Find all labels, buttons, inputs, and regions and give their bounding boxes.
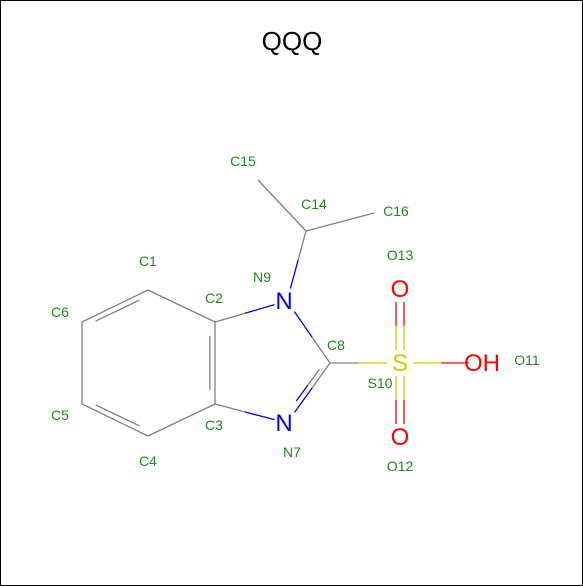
bond-c14-c15 xyxy=(257,179,307,232)
atom-symbol-o11: OH xyxy=(464,350,500,377)
atom-symbol-o12: O xyxy=(391,424,410,451)
bond-c8-n7 xyxy=(294,387,313,413)
bond-n7-c3 xyxy=(244,411,275,421)
atom-label-c5: C5 xyxy=(51,407,69,423)
atom-label-o13: O13 xyxy=(387,247,414,263)
atom-label-c14: C14 xyxy=(301,196,327,212)
atom-label-c4: C4 xyxy=(139,453,157,469)
bond-c8-n7 xyxy=(311,362,331,389)
bond-c1-c2 xyxy=(147,289,216,323)
bond-n9-c8 xyxy=(311,336,331,364)
bond-c2-n9 xyxy=(214,312,245,323)
atom-symbol-s10: S xyxy=(392,350,408,377)
atom-label-c3: C3 xyxy=(205,417,223,433)
atom-label-c2: C2 xyxy=(205,290,223,306)
bond-n9-c14 xyxy=(297,230,307,260)
atom-label-o12: O12 xyxy=(387,458,414,474)
atom-label-c16: C16 xyxy=(383,203,409,219)
bond-n9-c14 xyxy=(289,259,299,289)
atom-symbol-n7: N xyxy=(275,410,292,437)
bond-c4-c5 xyxy=(81,403,149,437)
diagram-title: QQQ xyxy=(262,26,323,56)
atom-label-n9: N9 xyxy=(253,269,271,285)
atom-label-c15: C15 xyxy=(230,153,256,169)
atom-label-n7: N7 xyxy=(283,444,301,460)
atom-symbol-n9: N xyxy=(275,288,292,315)
bond-c8-n7-inner xyxy=(307,368,321,386)
bond-n9-c8 xyxy=(293,311,313,338)
atom-label-c6: C6 xyxy=(51,304,69,320)
bonds-layer xyxy=(81,179,469,437)
atom-symbol-o13: O xyxy=(391,276,410,303)
atom-label-o11: O11 xyxy=(514,352,540,368)
bond-c8-n7-inner xyxy=(295,384,309,402)
atom-symbols-layer: N N S OH O O xyxy=(275,276,500,451)
bond-n7-c3 xyxy=(214,403,245,413)
bond-c6-c1-inner xyxy=(95,299,140,322)
atom-label-c8: C8 xyxy=(327,337,345,353)
atom-label-c1: C1 xyxy=(139,253,157,269)
atom-label-s10: S10 xyxy=(368,375,393,391)
bond-c14-c16 xyxy=(305,212,375,232)
bond-c3-c4 xyxy=(147,403,216,437)
bond-c2-n9 xyxy=(244,304,275,314)
bond-c4-c5-inner xyxy=(95,404,140,427)
bond-c6-c1 xyxy=(81,289,149,323)
